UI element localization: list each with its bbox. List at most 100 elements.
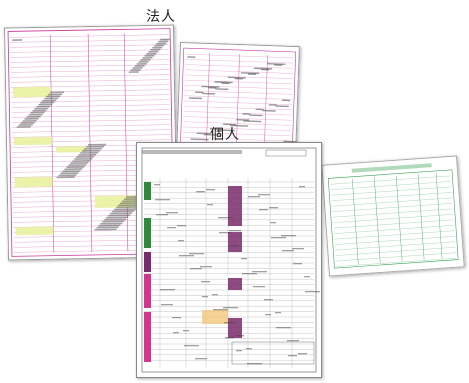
form-rule	[10, 69, 169, 73]
form-text-line	[86, 145, 105, 148]
form-text-line	[304, 276, 310, 278]
form-text-line	[46, 95, 61, 98]
form-text-line	[258, 194, 270, 196]
form-text-line	[305, 291, 320, 293]
form-text-line	[179, 255, 194, 257]
form-text-line	[287, 340, 299, 342]
form-rule	[333, 219, 454, 229]
form-text-line	[80, 151, 99, 154]
corporate-return-form	[176, 41, 300, 159]
form-text-line	[40, 101, 55, 104]
form-text-line	[167, 227, 176, 229]
form-text-line	[276, 327, 291, 329]
form-header-bar	[351, 163, 432, 173]
form-text-line	[134, 65, 145, 67]
form-text-line	[281, 235, 296, 237]
form-text-line	[242, 273, 257, 275]
form-text-line	[249, 114, 263, 117]
form-text-line	[275, 312, 281, 314]
form-highlight	[13, 136, 53, 146]
form-text-line	[227, 76, 246, 79]
form-text-line	[172, 317, 181, 319]
form-border	[327, 169, 459, 269]
form-text-line	[78, 153, 97, 156]
form-text-line	[282, 250, 294, 252]
form-side-band	[228, 186, 242, 226]
form-text-line	[84, 147, 103, 150]
form-highlight	[13, 86, 52, 98]
form-text-line	[72, 160, 91, 162]
form-rule	[11, 119, 170, 123]
form-text-line	[18, 124, 33, 126]
form-column	[264, 54, 268, 149]
form-text-line	[155, 199, 170, 201]
form-text-line	[230, 245, 239, 247]
form-rule	[333, 214, 454, 223]
form-text-line	[177, 225, 186, 227]
form-text-line	[144, 54, 155, 57]
form-text-line	[74, 157, 93, 160]
form-text-line	[12, 39, 23, 41]
form-text-line	[299, 186, 305, 188]
form-text-line	[270, 222, 276, 224]
form-text-line	[212, 294, 218, 296]
form-side-band	[144, 218, 151, 248]
form-text-line	[102, 220, 125, 223]
form-text-line	[207, 204, 213, 206]
form-text-line	[178, 240, 184, 242]
form-text-line	[38, 103, 53, 106]
form-text-line	[219, 232, 231, 234]
form-rule	[11, 124, 170, 128]
form-rule	[10, 79, 169, 83]
form-text-line	[24, 117, 39, 120]
form-column	[87, 34, 93, 253]
form-text-line	[108, 214, 131, 217]
individual-label: 個人	[210, 127, 240, 143]
form-highlight	[202, 310, 228, 324]
form-text-line	[22, 119, 37, 122]
corporate-return-form-body	[176, 41, 300, 159]
form-text-line	[42, 99, 57, 102]
form-border	[141, 147, 317, 373]
form-rule	[330, 175, 451, 185]
form-column	[417, 174, 425, 260]
form-text-line	[138, 60, 149, 63]
form-rule	[331, 181, 451, 190]
form-text-line	[104, 218, 127, 221]
corporate-label: 法人	[146, 9, 176, 25]
form-rule	[334, 230, 455, 240]
form-text-line	[225, 337, 234, 339]
form-rule	[334, 225, 454, 234]
form-column	[236, 54, 240, 148]
form-text-line	[275, 105, 289, 108]
form-text-line	[48, 93, 63, 96]
form-text-line	[223, 307, 238, 309]
form-text-line	[271, 237, 286, 239]
form-text-line	[236, 350, 242, 352]
form-text-line	[247, 363, 262, 365]
form-text-line	[189, 97, 203, 100]
form-text-line	[161, 304, 173, 306]
form-rule	[10, 39, 169, 43]
form-text-line	[132, 67, 143, 69]
form-text-line	[154, 44, 165, 47]
form-column	[206, 52, 210, 147]
form-column	[435, 172, 443, 259]
form-text-line	[269, 207, 278, 209]
form-text-line	[112, 210, 135, 213]
form-text-line	[255, 108, 264, 111]
form-text-line	[262, 109, 276, 112]
form-rule	[332, 208, 453, 218]
form-text-line	[195, 358, 207, 360]
form-text-line	[100, 222, 123, 225]
form-side-band	[228, 232, 242, 252]
form-text-line	[118, 204, 141, 207]
form-rule	[11, 99, 170, 103]
form-text-line	[76, 155, 95, 158]
form-text-line	[248, 196, 260, 198]
form-rule	[331, 192, 452, 201]
form-text-line	[242, 113, 251, 115]
form-text-line	[252, 271, 267, 273]
form-text-line	[223, 123, 237, 126]
